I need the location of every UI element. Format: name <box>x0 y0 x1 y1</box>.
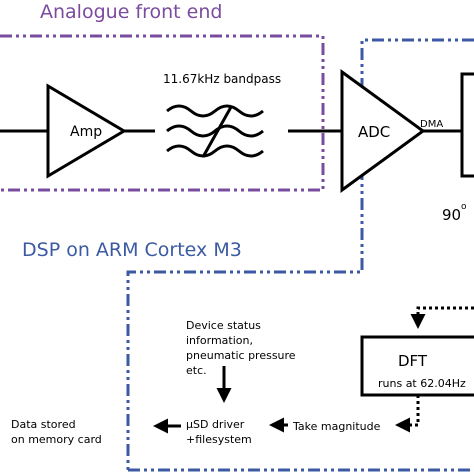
bandpass-label: 11.67kHz bandpass <box>163 72 281 86</box>
dft-to-magnitude-arrow <box>395 395 420 433</box>
status-note-line: Device status <box>186 319 261 332</box>
sd-driver-label-2: +filesystem <box>186 433 252 446</box>
dsp-section-title: DSP on ARM Cortex M3 <box>22 239 242 261</box>
dft-subtitle: runs at 62.04Hz <box>378 377 466 390</box>
status-note-line: etc. <box>186 364 207 377</box>
phase-unit: o <box>461 202 467 212</box>
dft-title: DFT <box>398 352 428 370</box>
adc-label: ADC <box>358 123 390 141</box>
status-note-line: information, <box>186 334 253 347</box>
data-stored-label-2: on memory card <box>11 433 102 446</box>
analogue-section-title: Analogue front end <box>40 1 222 23</box>
amp-triangle <box>46 83 127 179</box>
dft-box <box>360 335 474 397</box>
status-note: Device status information, pneumatic pre… <box>186 319 299 377</box>
status-note-line: pneumatic pressure <box>186 349 296 362</box>
amp-label: Amp <box>70 124 102 140</box>
input-to-dft-arrow <box>410 306 474 329</box>
sd-driver-label-1: µSD driver <box>186 418 245 431</box>
phase-value: 90 <box>442 206 461 224</box>
bandpass-filter-icon <box>166 104 264 158</box>
dma-label: DMA <box>420 119 443 130</box>
take-magnitude-label: Take magnitude <box>292 420 381 433</box>
data-stored-label-1: Data stored <box>11 418 76 431</box>
adc-triangle <box>340 69 426 193</box>
next-block-box <box>460 72 474 178</box>
analogue-section-border <box>0 34 325 192</box>
